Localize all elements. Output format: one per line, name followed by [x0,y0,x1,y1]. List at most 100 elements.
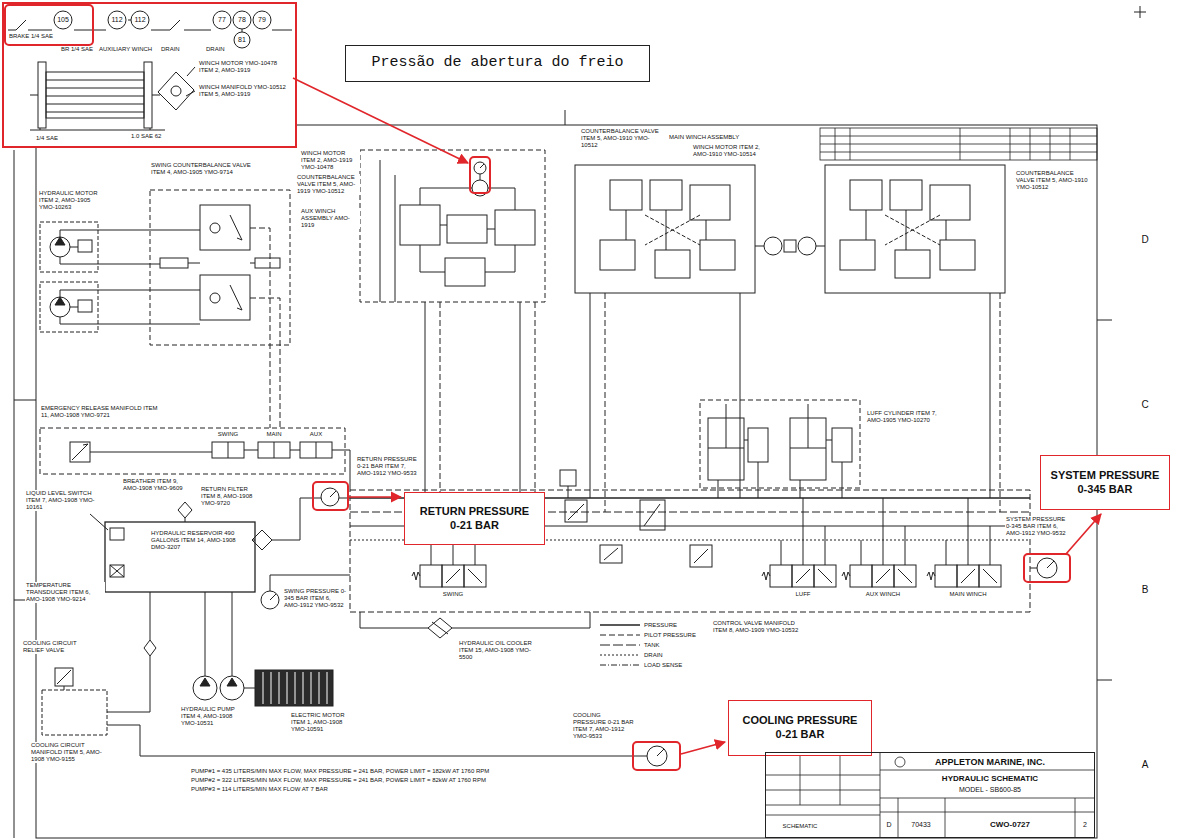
main-winch-assembly [940,240,975,270]
inset-background [2,2,297,148]
part-label: 1/4 SAE [35,135,59,142]
aux-winch-assembly [495,210,535,245]
swing-motor [55,237,65,245]
winch-drum [186,67,195,96]
swing-counterbalance-valve [210,223,220,233]
control-valve-manifold [842,498,912,583]
hydraulic-reservoir [90,498,350,592]
swing-counterbalance-valve [200,275,250,320]
title-block-grid [765,752,1095,838]
part-label: HYDRAULIC MOTOR ITEM 2, AMO-1905 YMO-102… [38,190,102,211]
drawing-frame [36,125,1097,838]
part-label: 1.0 SAE 62 [130,133,162,140]
winch-drum [158,72,194,110]
emergency-release-manifold [70,442,90,462]
callout-number: 105 [56,16,70,24]
legend-sample [600,651,640,659]
pressure-gauge [261,591,279,609]
winch-drum [38,62,46,128]
winch-drum [144,62,152,128]
legend-text: PRESSURE [644,622,677,628]
part-label: AUX WINCH ASSEMBLY AMO-1919 [300,208,360,229]
title-text: 70433 [910,821,931,829]
section-label: MAIN WINCH [949,591,988,598]
title-text: APPLETON MARINE, INC. [934,757,1046,767]
main-winch-assembly [798,237,816,255]
highlight-frame [633,742,680,770]
pressure-gauge [1030,561,1054,568]
control-valve-manifold [565,500,587,522]
valve-label: AUX [309,431,323,438]
pump-unit [360,612,590,628]
part-label: DRAIN [160,46,181,53]
aux-winch-assembly [445,258,485,286]
legend-sample [600,621,640,629]
revision-table [820,128,1097,160]
luff-cylinder [748,428,768,462]
swing-counterbalance-valve [230,215,242,310]
part-label: TEMPERATURE TRANSDUCER ITEM 6, AMO-1908 … [25,582,105,603]
swing-counterbalance-valve [250,228,280,428]
part-label: EMERGENCY RELEASE MANIFOLD ITEM 11, AMO-… [40,405,162,419]
aux-winch-assembly [425,302,520,498]
swing-counterbalance-valve [150,190,290,428]
pump-unit [244,688,255,689]
legend-entry: PILOT PRESSURE [600,630,696,640]
aux-winch-assembly [360,150,545,302]
legend-entry: DRAIN [600,650,696,660]
swing-motor [50,237,70,257]
grid-letter: D [1140,234,1149,246]
title-text: CWO-0727 [989,820,1031,829]
winch-drum [30,62,195,130]
title-text: MODEL - SB600-85 [958,786,1022,794]
pressure-gauge [321,488,339,506]
part-label: LIQUID LEVEL SWITCH ITEM 7, AMO-1908 YMO… [25,490,99,511]
main-winch-assembly [655,250,690,278]
grid-letter: C [1140,399,1149,411]
hydraulic-reservoir [178,502,192,522]
callout-box: SYSTEM PRESSURE0-345 BAR [1040,455,1170,510]
part-label: WINCH MANIFOLD YMO-10512 ITEM 5, AMO-191… [198,84,295,98]
grid-letter: A [1141,759,1150,771]
callout-number: 81 [237,36,247,44]
callout-box: COOLING PRESSURE0-21 BAR [728,700,872,756]
legend-sample [600,641,640,649]
callout-arrow [293,78,1101,754]
part-label: ELECTRIC MOTOR ITEM 1, AMO-1908 YMO-1059… [290,712,357,733]
legend-line [600,624,640,626]
part-label: AUXILIARY WINCH [98,46,153,53]
highlight-frame [313,482,348,510]
callout-heading: RETURN PRESSURE [420,505,529,519]
pressure-gauge [261,162,1057,766]
inset-wiring [234,32,250,48]
main-winch-assembly [840,240,875,270]
emergency-release-manifold [40,428,350,490]
hydraulic-reservoir [252,498,350,550]
part-label: MAIN WINCH ASSEMBLY [668,134,740,141]
pump-unit [428,618,452,638]
main-winch-assembly [575,165,755,293]
section-label: SWING [442,591,464,598]
callout-heading: Pressão de abertura do freio [371,54,623,73]
part-label: COUNTERBALANCE VALVE ITEM 5, AMO-1910 YM… [580,128,662,149]
callout-number: 78 [237,16,247,24]
main-winch-assembly [784,240,796,252]
control-valve-manifold [935,565,957,587]
callout-number: 112 [110,16,123,24]
pump-unit [255,670,333,706]
gauge-label: COOLING PRESSURE 0-21 BAR ITEM 7, AMO-19… [572,712,636,740]
legend-sample [600,631,640,639]
winch-drum [46,72,144,118]
luff-cylinder [718,440,842,498]
section-label: AUX WINCH [865,591,901,598]
part-label: WINCH MOTOR ITEM 2, AMO-1919 YMO-10478 [300,150,360,171]
legend-text: DRAIN [644,652,663,658]
callout-number: 112 [133,16,146,24]
pump-note: PUMP#3 = 114 LITERS/MIN MAX FLOW AT 7 BA… [190,786,329,793]
luff-cylinder [700,400,860,488]
pump-note: PUMP#2 = 322 LITERS/MIN MAX FLOW, MAX PR… [190,777,487,784]
callout-box: Pressão de abertura do freio [345,45,650,82]
pump-unit [107,656,647,756]
legend-line [600,655,640,656]
